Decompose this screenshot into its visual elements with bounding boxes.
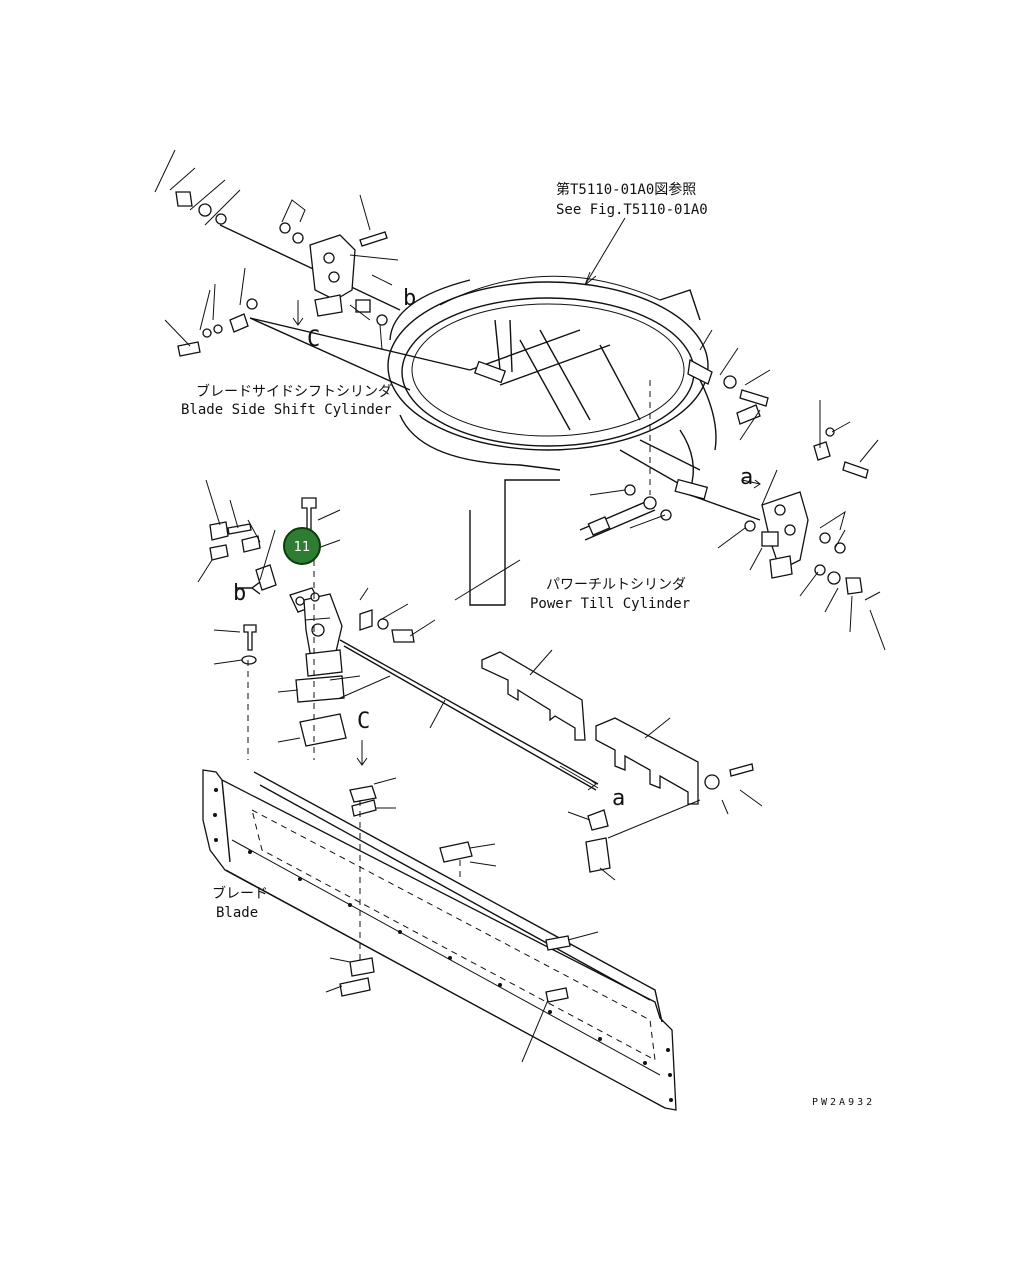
power-tilt-cylinder: パワーチルトシリンダ Power Till Cylinder	[454, 479, 690, 612]
marker-a-blade: a	[612, 786, 625, 811]
reference-callout: 第T5110-01A0図参照 See Fig.T5110-01A0	[556, 181, 708, 286]
left-bracket-assembly: b	[197, 479, 599, 791]
blade-bolt-holes	[213, 788, 673, 1102]
blade-label-jp: ブレード	[212, 885, 268, 902]
tilt-cylinder-label-en: Power Till Cylinder	[530, 596, 690, 612]
callout-11-marker[interactable]	[284, 528, 320, 564]
shift-cylinder-label-en: Blade Side Shift Cylinder	[181, 402, 392, 418]
marker-b-left: b	[233, 581, 246, 606]
drawing-code: PW2A932	[812, 1097, 875, 1108]
guard-covers	[481, 649, 763, 881]
reference-jp: 第T5110-01A0図参照	[556, 181, 696, 198]
right-bracket-group: a	[589, 329, 886, 651]
reference-en: See Fig.T5110-01A0	[556, 202, 708, 218]
marker-a-right: a	[740, 465, 753, 490]
callout-11-hotspot[interactable]: 11	[283, 527, 321, 565]
blade: C a ブレード Blade	[202, 709, 677, 1111]
blade-label-en: Blade	[216, 905, 258, 921]
tilt-cylinder-label-jp: パワーチルトシリンダ	[546, 577, 686, 593]
shift-cylinder-label-jp: ブレードサイドシフトシリンダ	[196, 383, 392, 400]
callout-11-ring	[283, 527, 321, 565]
marker-b-top: b	[403, 286, 416, 311]
side-shift-cylinder-group: b C ブレードサイドシフトシリンダ Blade Side Shift Cyli…	[154, 149, 471, 418]
callout-11-label: 11	[294, 540, 311, 555]
circle-frame	[387, 275, 717, 500]
marker-c-top: C	[307, 327, 320, 352]
marker-c-blade: C	[357, 709, 370, 734]
